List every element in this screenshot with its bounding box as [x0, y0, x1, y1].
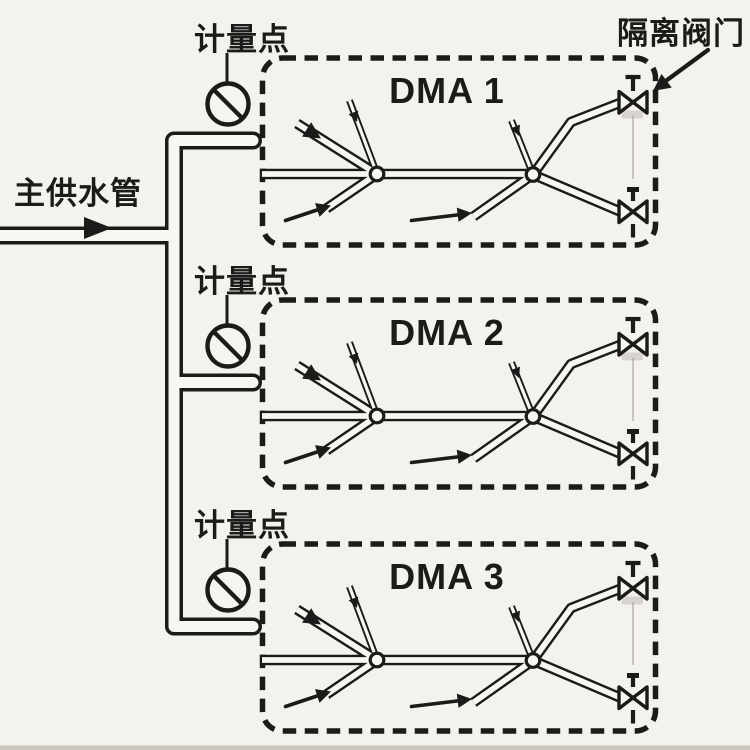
main-supply-and-trunk-pipe-interior	[0, 135, 259, 632]
metering-point-label-2: 计量点	[194, 264, 290, 299]
isolation-valve-label: 隔离阀门	[617, 16, 745, 51]
main-supply-pipe-label: 主供水管	[14, 176, 142, 211]
metering-point-label-1: 计量点	[194, 22, 290, 57]
main-flow-arrow-icon	[84, 217, 112, 239]
isolation-valve-leader-arrow	[647, 47, 711, 98]
dma-2-label: DMA 2	[389, 312, 505, 353]
dma-3-label: DMA 3	[389, 556, 505, 597]
page-edge-strip	[0, 745, 750, 750]
metering-point-label-3: 计量点	[194, 508, 290, 543]
dma-1-label: DMA 1	[389, 70, 505, 111]
